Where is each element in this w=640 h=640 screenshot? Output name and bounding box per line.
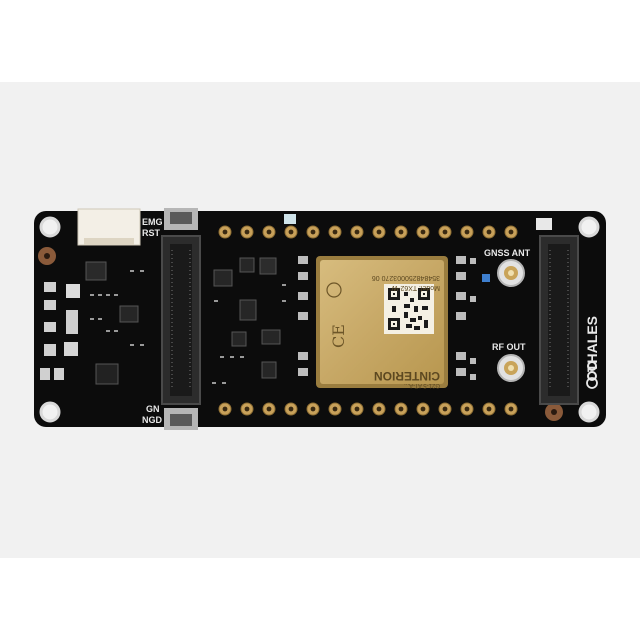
label-gn: GN: [146, 404, 160, 414]
reset-button: [164, 208, 198, 230]
right-b2b-connector: [539, 235, 579, 405]
label-rf-out: RF OUT: [492, 342, 526, 352]
cellular-module: CE CINTERION 354848250003270 06 Model: T…: [316, 256, 448, 388]
rf-out-connector: [497, 354, 525, 382]
jst-connector: [77, 208, 141, 246]
brand-text: THALES: [584, 316, 600, 372]
ce-mark: CE: [329, 324, 348, 348]
gnd-button: [164, 408, 198, 430]
certification-circle: [326, 282, 342, 298]
left-b2b-connector: [161, 235, 201, 405]
label-emg: EMG: [142, 217, 163, 227]
gnss-antenna-connector: [497, 259, 525, 287]
smd-components: [40, 214, 552, 385]
infinity-logo-icon: [587, 361, 597, 381]
module-line-1: 354848250003270 06: [372, 274, 440, 281]
mounting-holes: [39, 216, 600, 423]
label-rst: RST: [142, 228, 161, 238]
thales-logo: THALES: [584, 316, 600, 389]
module-brand: CINTERION: [374, 369, 440, 383]
module-line-3: G21-5 AT-A...: [404, 382, 440, 388]
qr-code: [384, 284, 434, 334]
label-gnss-ant: GNSS ANT: [484, 248, 531, 258]
label-ngd: NGD: [142, 415, 163, 425]
module-line-2: Model: TX62-W: [391, 284, 440, 291]
